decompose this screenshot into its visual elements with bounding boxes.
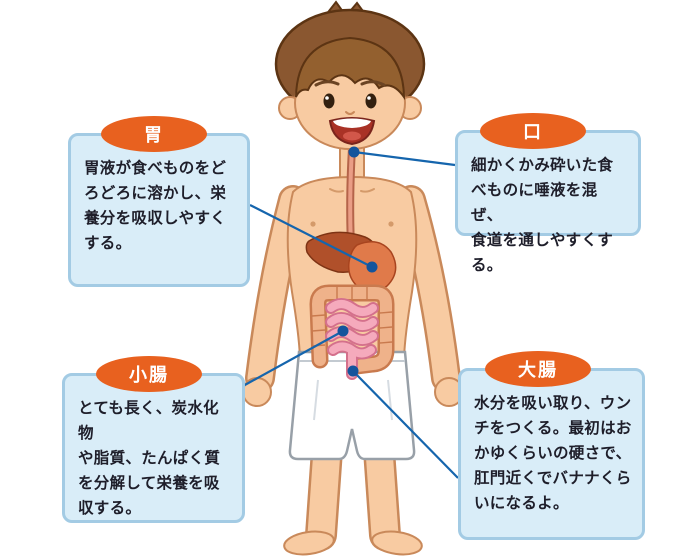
callout-stomach-tab: 胃 <box>101 116 207 152</box>
callout-mouth: 口 細かくかみ砕いた食 べものに唾液を混ぜ、 食道を通しやすくする。 <box>455 113 641 274</box>
callout-mouth-label: 口 <box>523 122 543 143</box>
callout-large-intestine-label: 大腸 <box>518 360 558 381</box>
dot-large-intestine <box>347 365 359 377</box>
eyes <box>323 93 377 109</box>
connector-small-intestine <box>242 330 344 387</box>
connector-lines <box>242 150 459 479</box>
large-intestine-organ <box>309 284 395 375</box>
callout-small-intestine-text: とても長く、炭水化物 や脂質、たんぱく質 を分解して栄養を吸 収する。 <box>78 399 221 518</box>
callout-stomach-label: 胃 <box>144 125 164 146</box>
callout-large-intestine-tab: 大腸 <box>485 351 591 387</box>
callout-small-intestine-label: 小腸 <box>129 365 169 386</box>
mouth-smile <box>328 117 376 146</box>
callout-mouth-text: 細かくかみ砕いた食 べものに唾液を混ぜ、 食道を通しやすくする。 <box>471 156 614 275</box>
legs <box>305 434 401 551</box>
small-intestine-organ <box>325 298 379 380</box>
callout-mouth-tab: 口 <box>480 113 586 149</box>
connector-stomach <box>249 204 373 268</box>
esophagus <box>346 144 356 250</box>
dot-mouth <box>348 146 360 158</box>
connector-mouth <box>353 150 456 167</box>
dot-small-intestine <box>337 325 349 337</box>
callout-stomach: 胃 胃液が食べものをど ろどろに溶かし、栄 養分を吸収しやすく する。 <box>68 116 250 287</box>
dot-stomach <box>366 261 378 273</box>
nose <box>345 111 355 115</box>
eyebrows <box>314 80 386 87</box>
callout-large-intestine-text: 水分を吸い取り、ウン チをつくる。最初はお かゆくらいの硬さで、 肛門近くでバナ… <box>474 394 632 513</box>
callout-small-intestine: 小腸 とても長く、炭水化物 や脂質、たんぱく質 を分解して栄養を吸 収する。 <box>62 356 245 523</box>
callout-small-intestine-tab: 小腸 <box>96 356 202 392</box>
connector-large-intestine <box>352 370 459 479</box>
callout-large-intestine: 大腸 水分を吸い取り、ウン チをつくる。最初はお かゆくらいの硬さで、 肛門近く… <box>458 351 645 540</box>
head <box>274 0 426 150</box>
connector-dots <box>337 146 378 377</box>
feet <box>283 530 423 556</box>
callout-stomach-text: 胃液が食べものをど ろどろに溶かし、栄 養分を吸収しやすく する。 <box>84 159 227 253</box>
